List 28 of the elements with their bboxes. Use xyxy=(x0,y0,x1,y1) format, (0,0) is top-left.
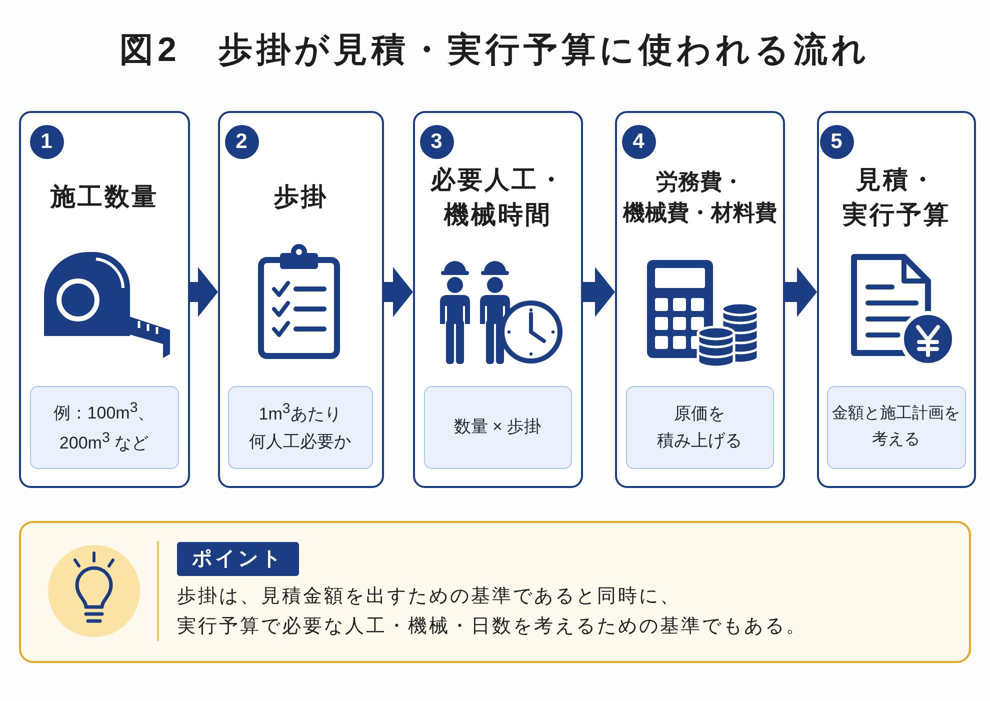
point-text: 歩掛は、見積金額を出すための基準であると同時に、実行予算で必要な人工・機械・日数を考えるための基準でもある。 xyxy=(177,585,808,639)
note-box: 1m$^{3}$あたり何人工必要か xyxy=(228,386,372,468)
number-badge: 5 xyxy=(820,124,854,158)
number-badge: 3 xyxy=(420,124,454,158)
card-heading: 歩掛 xyxy=(274,182,328,213)
number-badge: 2 xyxy=(224,124,258,158)
arrow xyxy=(785,267,817,317)
note-box: 原価を積み上げる xyxy=(626,386,774,468)
title: 図2 歩掛が見積・実行予算に使われる流れ xyxy=(120,30,870,71)
step-card xyxy=(218,111,384,488)
step-card xyxy=(19,111,190,488)
step-card xyxy=(817,111,976,488)
note-box: 例：100m$^{3}$、200m$^{3}$ など xyxy=(30,386,178,468)
card-heading: 必要人工・機械時間 xyxy=(429,164,566,230)
step-card xyxy=(413,111,583,488)
point-box xyxy=(19,521,971,663)
step-card xyxy=(615,111,785,488)
arrow xyxy=(190,267,218,317)
card-heading: 施工数量 xyxy=(50,182,158,213)
note-box: 数量 × 歩掛 xyxy=(424,386,572,468)
card-heading: 労務費・機械費・材料費 xyxy=(622,168,778,226)
note-box: 金額と施工計画を考える xyxy=(826,386,966,468)
arrow xyxy=(583,267,615,317)
number-badge: 4 xyxy=(622,124,656,158)
number-badge: 1 xyxy=(30,124,64,158)
card-heading: 見積・実行予算 xyxy=(842,164,952,230)
point-tag: ポイント xyxy=(177,542,299,576)
arrow xyxy=(384,267,413,317)
